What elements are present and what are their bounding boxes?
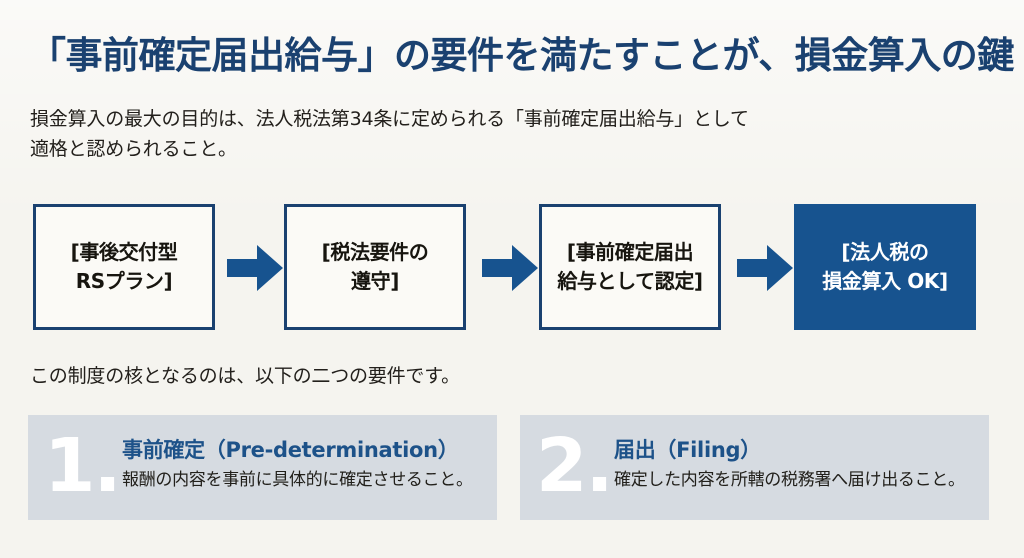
page-title: 「事前確定届出給与」の要件を満たすことが、損金算入の鍵 [29,34,1014,77]
process-flow: [事後交付型 RSプラン] [税法要件の 遵守] [事前確定届出 給与として認定… [33,204,988,330]
requirement-card-2-description: 確定した内容を所轄の税務署へ届け出ること。 [614,470,965,490]
requirement-card-1-number: 1. [44,423,122,509]
flow-step-3-line-2: 給与として認定] [557,269,703,293]
flow-step-1-line-1: [事後交付型 [70,240,178,264]
requirement-card-1-heading: 事前確定（Pre-determination） [122,438,459,462]
flow-step-4-label: [法人税の 損金算入 OK] [818,238,951,296]
flow-step-3-line-1: [事前確定届出 [566,240,694,264]
flow-step-2-label: [税法要件の 遵守] [318,238,433,296]
requirement-cards: 1. 事前確定（Pre-determination） 報酬の内容を事前に具体的に… [28,415,990,520]
flow-step-2: [税法要件の 遵守] [284,204,466,330]
arrow-right-icon [227,244,283,292]
mid-sentence: この制度の核となるのは、以下の二つの要件です。 [30,365,460,387]
flow-step-3-label: [事前確定届出 給与として認定] [553,238,706,296]
requirement-card-2-heading: 届出（Filing） [614,438,761,462]
arrow-right-icon [482,244,538,292]
flow-step-4: [法人税の 損金算入 OK] [794,204,976,330]
lead-line-1: 損金算入の最大の目的は、法人税法第34条に定められる「事前確定届出給与」として [30,108,749,130]
requirement-card-2-number: 2. [536,423,614,509]
flow-step-1-label: [事後交付型 RSプラン] [67,238,182,296]
lead-paragraph: 損金算入の最大の目的は、法人税法第34条に定められる「事前確定届出給与」として … [30,104,930,164]
flow-step-1-line-2: RSプラン] [75,269,173,293]
flow-step-2-line-1: [税法要件の [321,240,429,264]
requirement-card-1-description: 報酬の内容を事前に具体的に確定させること。 [122,470,473,490]
flow-step-2-line-2: 遵守] [351,269,399,293]
lead-line-2: 適格と認められること。 [30,138,237,160]
flow-step-4-line-2: 損金算入 OK] [822,269,948,293]
arrow-right-icon [737,244,793,292]
flow-step-3: [事前確定届出 給与として認定] [539,204,721,330]
flow-step-4-line-1: [法人税の [841,240,929,264]
requirement-card-1: 1. 事前確定（Pre-determination） 報酬の内容を事前に具体的に… [28,415,497,520]
requirement-card-2-body: 届出（Filing） 確定した内容を所轄の税務署へ届け出ること。 [614,436,981,493]
requirement-card-1-body: 事前確定（Pre-determination） 報酬の内容を事前に具体的に確定さ… [122,436,489,493]
requirement-card-2: 2. 届出（Filing） 確定した内容を所轄の税務署へ届け出ること。 [520,415,989,520]
flow-step-1: [事後交付型 RSプラン] [33,204,215,330]
